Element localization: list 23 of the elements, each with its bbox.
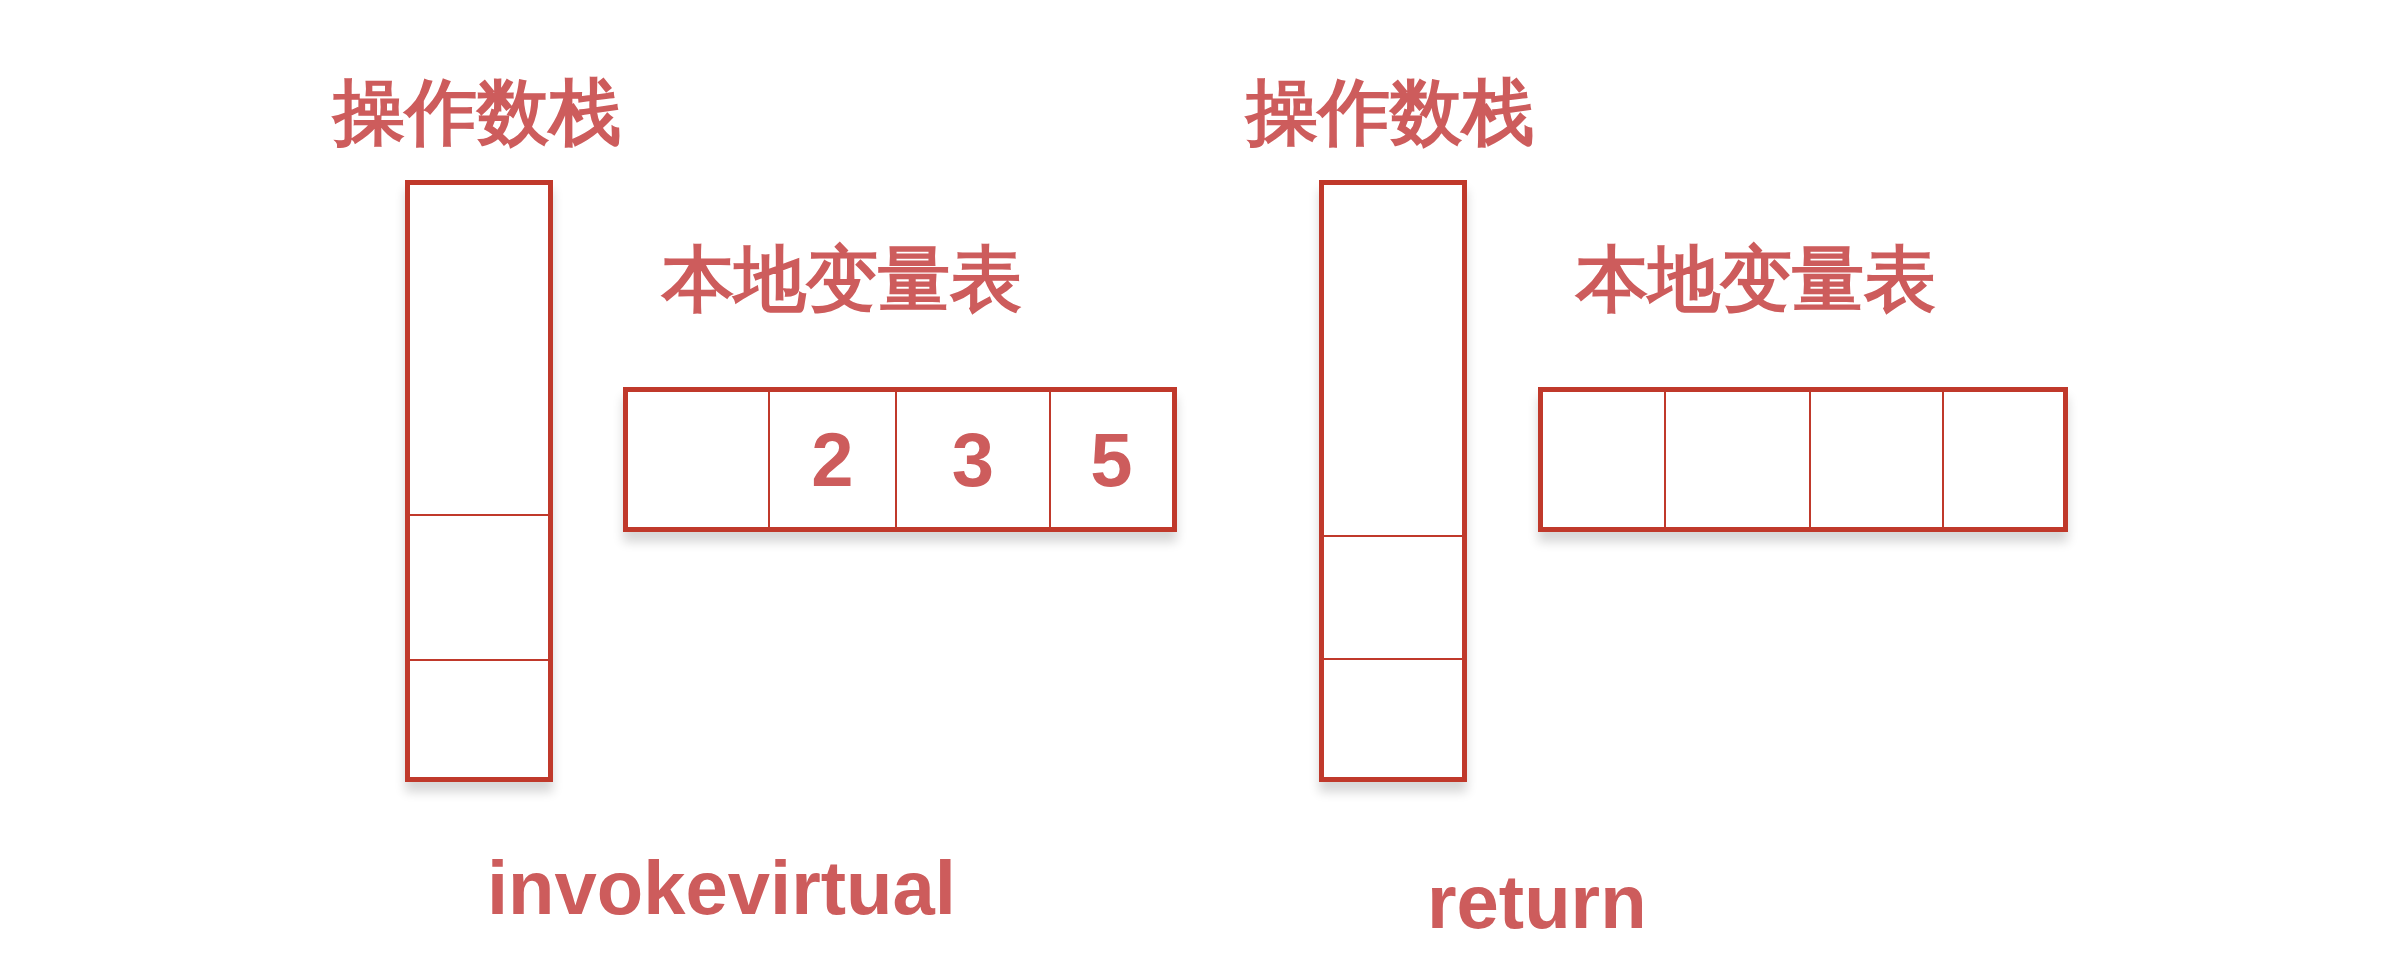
stack-slot [1323,659,1463,778]
stack-slot [409,184,549,515]
variable-slot [896,391,1050,528]
variable-slot [1665,391,1810,528]
table-heading: 本地变量表 [662,243,1022,315]
instruction-label: return [1427,864,1647,940]
instruction-label: invokevirtual [487,850,956,926]
stack-heading: 操作数栈 [333,76,621,148]
slot-value: 3 [951,421,995,498]
stack-slot [1323,536,1463,659]
stack-slot [409,660,549,778]
stack-slot [409,515,549,660]
variable-slot [769,391,896,528]
variable-slot [627,391,769,528]
stack-heading: 操作数栈 [1246,76,1534,148]
variable-slot [1810,391,1943,528]
slot-value: 2 [811,421,854,498]
slot-value: 5 [1090,421,1133,498]
stack-slot [1323,184,1463,536]
variable-slot [1050,391,1173,528]
table-heading: 本地变量表 [1576,243,1936,315]
variable-slot [1943,391,2064,528]
variable-slot [1542,391,1665,528]
